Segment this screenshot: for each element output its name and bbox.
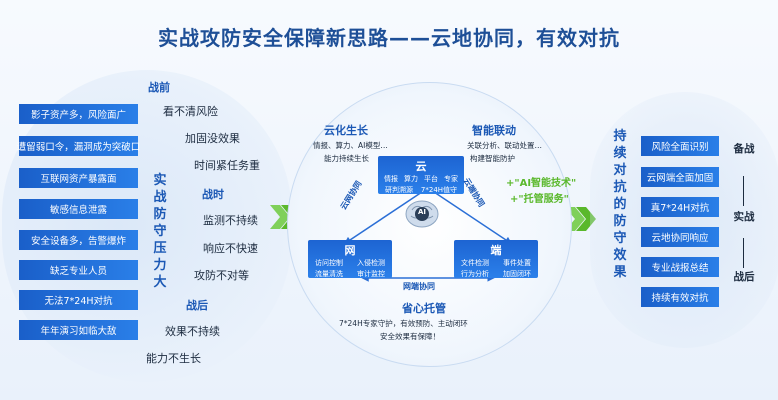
endpoint-node-item: 加固闭环 — [503, 270, 531, 278]
network-node-item: 访问控制 — [315, 259, 343, 267]
risk-item: 加固没效果 — [185, 132, 240, 145]
left-vertical-title: 实战防守压力大 — [153, 173, 167, 290]
cloud-node-item: 情报 — [384, 175, 398, 183]
managed-service-plus-label: +"托管服务" — [510, 194, 569, 205]
effect-box: 云地协同响应 — [641, 227, 719, 247]
managed-title: 省心托管 — [402, 302, 446, 315]
network-node-item: 审计监控 — [357, 270, 385, 278]
cloud-node-title: 云 — [415, 160, 427, 173]
right-stage-during: 实战 — [733, 211, 755, 223]
risk-item: 响应不快速 — [203, 242, 258, 255]
managed-desc: 安全效果有保障！ — [380, 332, 440, 341]
network-node-title: 网 — [344, 244, 356, 257]
risk-item: 效果不持续 — [165, 325, 220, 338]
smart-link-desc: 关联分析、联动处置… — [467, 141, 542, 150]
risk-item: 攻防不对等 — [194, 269, 249, 282]
endpoint-node: 端 文件检测 事件处置 行为分析 加固闭环 — [454, 240, 538, 278]
pain-point-box: 影子资产多，风险面广 — [19, 104, 138, 124]
page-title: 实战攻防安全保障新思路——云地协同，有效对抗 — [158, 26, 620, 50]
cloud-growth-title: 云化生长 — [324, 124, 368, 137]
risk-item: 时间紧任务重 — [194, 159, 260, 172]
endpoint-node-item: 行为分析 — [461, 270, 489, 278]
cloud-node: 云 情报 算力 平台 专家 研判溯源 7*24H值守 — [378, 156, 464, 194]
network-node: 网 访问控制 入侵检测 流量清洗 审计监控 — [308, 240, 392, 278]
ai-label: AI — [417, 208, 427, 216]
smart-link-desc: 构建智能防护 — [470, 154, 515, 163]
collaboration-triangle — [343, 185, 513, 282]
stage-divider — [743, 238, 744, 268]
pain-point-box: 无法7*24H对抗 — [19, 290, 138, 310]
right-stage-before: 备战 — [733, 143, 755, 155]
stage-during-heading: 战时 — [202, 188, 224, 201]
risk-item: 能力不生长 — [146, 352, 201, 365]
cloud-growth-desc: 情报、算力、AI模型… — [313, 141, 388, 150]
cloud-node-item: 平台 — [424, 175, 438, 183]
pain-point-box: 敏感信息泄露 — [19, 199, 138, 219]
effect-box: 持续有效对抗 — [641, 287, 719, 307]
stage-before-heading: 战前 — [148, 81, 170, 94]
cloud-node-item: 研判溯源 — [384, 186, 413, 194]
pain-point-box: 安全设备多，告警爆炸 — [19, 230, 138, 250]
cloud-node-item: 专家 — [444, 175, 458, 183]
ai-tech-plus-label: +"AI智能技术" — [506, 178, 577, 189]
effect-box: 风险全面识别 — [641, 136, 719, 156]
ai-brain-icon — [405, 200, 439, 228]
endpoint-node-title: 端 — [490, 244, 502, 257]
right-stage-after: 战后 — [733, 271, 755, 283]
pain-point-box: 遭留弱口令，漏洞成为突破口 — [17, 136, 140, 156]
smart-link-title: 智能联动 — [472, 124, 516, 137]
endpoint-node-item: 事件处置 — [503, 259, 531, 267]
effect-box: 专业战报总结 — [641, 257, 719, 277]
network-node-item: 入侵检测 — [357, 259, 385, 267]
edge-net-end-label: 网端协同 — [403, 282, 435, 291]
cloud-node-item: 算力 — [404, 175, 418, 183]
pain-point-box: 缺乏专业人员 — [19, 260, 138, 280]
risk-item: 监测不持续 — [203, 214, 258, 227]
stage-after-heading: 战后 — [186, 299, 208, 312]
effect-box: 真7*24H对抗 — [641, 197, 719, 217]
pain-point-box: 年年演习如临大敌 — [19, 320, 138, 340]
cloud-growth-desc: 能力持续生长 — [324, 154, 369, 163]
stage-divider — [743, 176, 744, 206]
network-node-item: 流量清洗 — [315, 270, 343, 278]
right-vertical-title: 持续对抗的防守效果 — [613, 129, 627, 280]
risk-item: 看不清风险 — [163, 105, 218, 118]
cloud-node-item: 7*24H值守 — [420, 186, 458, 194]
endpoint-node-item: 文件检测 — [461, 259, 489, 267]
pain-point-box: 互联网资产暴露面 — [19, 168, 138, 188]
effect-box: 云网端全面加固 — [641, 167, 719, 187]
managed-desc: 7*24H专家守护，有效预防、主动闭环 — [339, 319, 468, 328]
